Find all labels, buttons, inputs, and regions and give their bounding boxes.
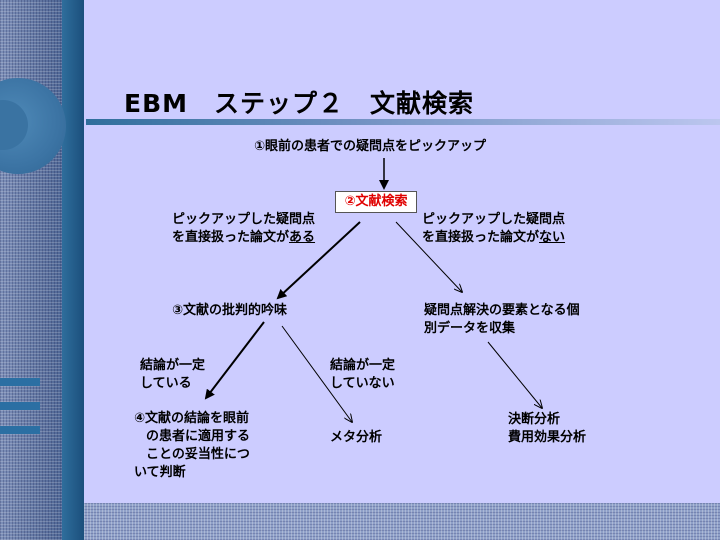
left-branch-line1: ピックアップした疑問点: [172, 212, 316, 227]
inconclusive-line2: していない: [330, 376, 395, 391]
sidebar-bar: [0, 402, 40, 410]
left-branch-emph: ある: [289, 230, 316, 245]
step4-line4: いて判断: [134, 465, 186, 480]
decision-node: 決断分析 費用効果分析: [508, 411, 586, 447]
conclusive-label: 結論が一定 している: [140, 357, 205, 393]
step1-node: ①眼前の患者での疑問点をピックアップ: [254, 139, 487, 154]
bottom-band: [84, 503, 720, 540]
sidebar-bar: [0, 378, 40, 386]
collect-node: 疑問点解決の要素となる個 別データを収集: [424, 302, 580, 338]
step4-line2: の患者に適用する: [146, 429, 251, 444]
left-branch-line2: を直接扱った論文がある: [172, 229, 315, 247]
right-branch-line2: を直接扱った論文がない: [422, 229, 565, 247]
right-branch-line2-prefix: を直接扱った論文が: [422, 230, 540, 245]
left-branch-line2-prefix: を直接扱った論文が: [172, 230, 290, 245]
arrow-step2-to-step3: [276, 221, 361, 300]
step2-node: ②文献検索: [335, 191, 417, 213]
page-title: EBM ステップ２ 文献検索: [124, 89, 475, 118]
conclusive-line1: 結論が一定: [140, 358, 206, 373]
inconclusive-label: 結論が一定 していない: [330, 357, 395, 393]
step4-line3: ことの妥当性につ: [146, 447, 250, 462]
right-branch-emph: ない: [539, 230, 566, 245]
conclusive-line2: している: [140, 376, 192, 391]
arrow-step2-to-collect: [395, 221, 462, 292]
arrow-step3-to-step4: [204, 321, 265, 400]
step4-line1: ④文献の結論を眼前: [134, 411, 250, 426]
step3-node: ③文献の批判的吟味: [172, 303, 288, 318]
decision-line2: 費用効果分析: [508, 430, 587, 445]
step4-node: ④文献の結論を眼前 の患者に適用する ことの妥当性につ いて判断: [134, 410, 250, 482]
inconclusive-line1: 結論が一定: [330, 358, 396, 373]
collect-line1: 疑問点解決の要素となる個: [424, 303, 580, 318]
sidebar-bar: [0, 426, 40, 434]
arrow-collect-to-decision: [487, 341, 542, 408]
right-branch-label: ピックアップした疑問点 を直接扱った論文がない: [422, 211, 565, 247]
meta-analysis-node: メタ分析: [330, 430, 383, 445]
title-rule: [86, 119, 720, 125]
arrow-step3-to-meta: [281, 325, 352, 422]
right-branch-line1: ピックアップした疑問点: [422, 212, 566, 227]
decision-line1: 決断分析: [508, 412, 561, 427]
collect-line2: 別データを収集: [424, 321, 516, 336]
left-branch-label: ピックアップした疑問点 を直接扱った論文がある: [172, 211, 315, 247]
sidebar-strip: [62, 0, 84, 540]
